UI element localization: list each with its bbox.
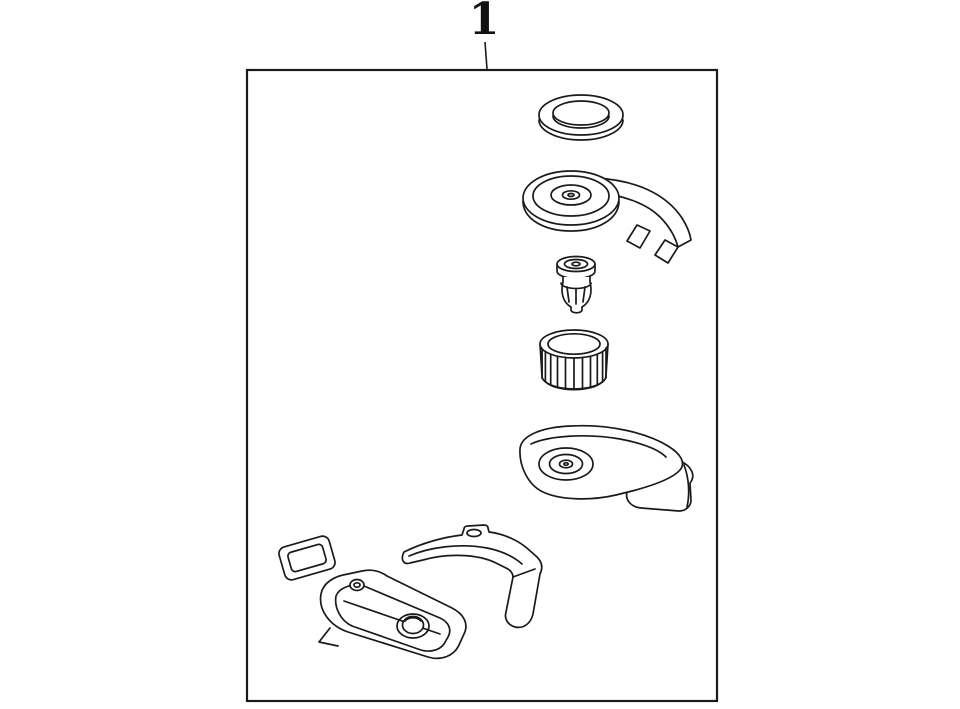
- diagram-border: [245, 68, 719, 703]
- motor-body-top: [522, 170, 620, 226]
- motor-hub: [561, 189, 581, 201]
- grommet-inner: [287, 543, 327, 573]
- seal-inner-ring: [552, 100, 610, 126]
- duct-bracket-part: [401, 524, 543, 629]
- housing-dome-knob: [401, 615, 425, 635]
- housing-left-flap: [318, 627, 339, 647]
- housing-rib-line: [343, 600, 441, 635]
- motor-coupling-part: [556, 255, 596, 314]
- parts-group: [278, 94, 694, 660]
- motor-hub-center: [567, 192, 575, 198]
- seal-outer-thickness: [538, 119, 624, 141]
- coupling-flange-inner: [563, 258, 589, 270]
- coupling-flange-top: [556, 255, 596, 273]
- housing-small-knob: [349, 578, 365, 592]
- housing-outline: [319, 569, 467, 660]
- motor-mount-tab-left: [626, 224, 651, 249]
- callout-leader-line: [484, 41, 488, 70]
- blower-wheel-part: [539, 329, 609, 391]
- grommet-part: [278, 535, 336, 581]
- coupling-cup-ribs: [566, 286, 586, 305]
- motor-ring-mid: [550, 184, 592, 206]
- duct-inner-line: [408, 545, 523, 565]
- grommet-outer: [278, 535, 336, 581]
- scroll-hub-center: [562, 461, 570, 467]
- duct-body: [401, 524, 543, 629]
- lower-housing-part: [318, 569, 467, 660]
- coupling-center: [571, 261, 581, 267]
- wheel-top-opening: [547, 332, 601, 356]
- scroll-housing-part: [519, 424, 694, 512]
- housing-dome-ring: [396, 613, 430, 639]
- seal-ring-part: [538, 94, 624, 141]
- scroll-outlet-edge: [683, 464, 690, 508]
- duct-bend-line: [512, 568, 536, 578]
- scroll-hub-inner: [558, 459, 574, 469]
- scroll-hub-mid: [548, 453, 584, 475]
- wheel-fin-lines: [541, 347, 607, 389]
- scroll-top-contour: [530, 435, 667, 458]
- housing-small-knob-center: [353, 581, 361, 589]
- motor-body-side: [522, 200, 620, 232]
- callout-label: 1: [469, 0, 500, 45]
- duct-tab-slot: [466, 528, 482, 538]
- wheel-bottom-rim: [545, 381, 603, 391]
- motor-ring-outer: [532, 175, 610, 217]
- blower-motor-part: [522, 170, 692, 264]
- motor-mount-tab-right: [654, 239, 679, 264]
- housing-dome-highlight: [404, 616, 422, 622]
- seal-inner-thickness: [552, 115, 610, 129]
- scroll-hub-outer: [538, 447, 594, 481]
